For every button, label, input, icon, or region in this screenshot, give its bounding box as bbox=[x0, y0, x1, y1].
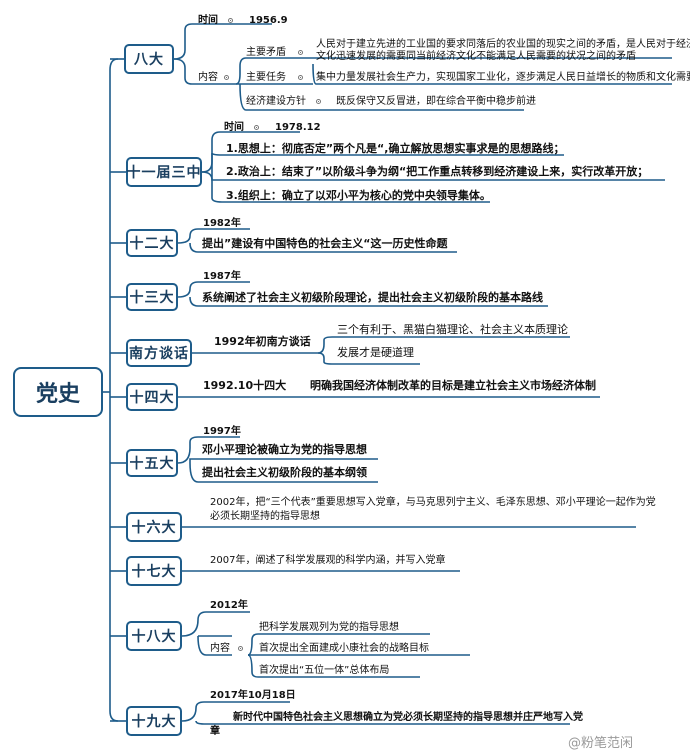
b11-text: 新时代中国特色社会主义思想确立为党必须长期坚持的指导思想并庄严地写入党 bbox=[233, 712, 583, 723]
b1-item3-label: 经济建设方针 bbox=[246, 96, 306, 107]
b10-i1-link bbox=[247, 633, 430, 656]
b4-text-link bbox=[189, 296, 548, 307]
b10-item3: 首次提出“五位一体”总体布局 bbox=[259, 665, 390, 676]
b2-item1: 1.思想上：彻底否定”两个凡是“,确立解放思想实事求是的思想路线； bbox=[226, 142, 565, 155]
b2-time-value: 1978.12 bbox=[275, 122, 321, 133]
b5-item1: 三个有利于、黑猫白猫理论、社会主义本质理论 bbox=[337, 323, 568, 336]
b1-content-label: 内容 bbox=[198, 72, 218, 83]
b1-item1-collapse-icon[interactable] bbox=[298, 50, 303, 55]
b3-text: 提出”建设有中国特色的社会主义“这一历史性命题 bbox=[202, 237, 448, 250]
b10-i3-link bbox=[247, 654, 420, 678]
branch-shibada[interactable]: 十八大 bbox=[126, 621, 182, 651]
b1-item2-collapse-icon[interactable] bbox=[298, 75, 303, 80]
branch-shiqida[interactable]: 十七大 bbox=[126, 556, 182, 586]
branch-shijiuda[interactable]: 十九大 bbox=[126, 706, 182, 736]
b3-year-link bbox=[177, 228, 250, 244]
b9-text: 2007年，阐述了科学发展观的科学内涵，并写入党章 bbox=[210, 555, 446, 566]
b8-text-line1: 2002年，把“三个代表”重要思想写入党章，与马克思列宁主义、毛泽东思想、邓小平… bbox=[210, 497, 656, 508]
b7-year-link bbox=[177, 436, 240, 464]
b1-item3-collapse-icon[interactable] bbox=[316, 99, 321, 104]
b7-i2-link bbox=[189, 462, 378, 483]
branch-shisida[interactable]: 十四大 bbox=[126, 383, 178, 411]
b8-text-line2: 必须长期坚持的指导思想 bbox=[210, 511, 320, 522]
branch-shiyijie-sanzhong[interactable]: 十一届三中 bbox=[126, 157, 202, 187]
b3-text-link bbox=[189, 242, 457, 253]
root-node[interactable]: 党史 bbox=[13, 367, 103, 417]
b1-content-collapse-icon[interactable] bbox=[224, 75, 229, 80]
b2-item2: 2.政治上：结束了”以阶级斗争为纲“把工作重点转移到经济建设上来，实行改革开放； bbox=[226, 165, 649, 178]
b6-text2: 明确我国经济体制改革的目标是建立社会主义市场经济体制 bbox=[310, 379, 596, 392]
b4-text: 系统阐述了社会主义初级阶段理论，提出社会主义初级阶段的基本路线 bbox=[202, 291, 543, 304]
b1-item1-text-line2: 文化迅速发展的需要同当前经济文化不能满足人民需要的状况之间的矛盾 bbox=[316, 51, 636, 62]
branch-shisanda[interactable]: 十三大 bbox=[126, 283, 178, 311]
b10-year-link bbox=[181, 611, 250, 637]
branch-bada[interactable]: 八大 bbox=[124, 44, 174, 74]
b7-year: 1997年 bbox=[203, 426, 241, 437]
branch-shiliuda[interactable]: 十六大 bbox=[126, 512, 182, 542]
b7-i1-link bbox=[189, 458, 378, 463]
b1-time-label: 时间 bbox=[198, 15, 218, 26]
b5-year: 1992年初南方谈话 bbox=[214, 335, 311, 348]
b10-content-underline bbox=[197, 635, 232, 656]
b1-time-value: 1956.9 bbox=[249, 15, 288, 26]
b5-item2: 发展才是硬道理 bbox=[337, 346, 414, 359]
b6-text: 1992.10十四大 bbox=[203, 379, 287, 392]
b1-item2-label: 主要任务 bbox=[246, 72, 286, 83]
b11-year: 2017年10月18日 bbox=[210, 690, 296, 701]
b7-item2: 提出社会主义初级阶段的基本纲领 bbox=[202, 466, 367, 479]
b7-item1: 邓小平理论被确立为党的指导思想 bbox=[202, 443, 367, 456]
b5-i2-link bbox=[317, 352, 420, 365]
b11-text-link bbox=[195, 720, 570, 725]
watermark: @粉笔范闲 bbox=[568, 736, 634, 751]
b10-year: 2012年 bbox=[210, 600, 248, 611]
b2-time-collapse-icon[interactable] bbox=[254, 125, 259, 130]
b1-item3-text: 既反保守又反冒进，即在综合平衡中稳步前进 bbox=[336, 96, 536, 107]
b1-item1-text-line1: 人民对于建立先进的工业国的要求同落后的农业国的现实之间的矛盾，是人民对于经济 bbox=[316, 39, 690, 50]
b2-item3: 3.组织上：确立了以邓小平为核心的党中央领导集体。 bbox=[226, 189, 491, 202]
b4-year: 1987年 bbox=[203, 271, 241, 282]
branch-shiwuda[interactable]: 十五大 bbox=[126, 449, 178, 477]
trunk-line bbox=[109, 58, 119, 722]
b1-item2-text: 集中力量发展社会生产力，实现国家工业化，逐步满足人民日益增长的物质和文化需要 bbox=[316, 72, 690, 83]
b5-i1-link bbox=[317, 336, 570, 354]
b1-content-underline bbox=[173, 58, 236, 85]
b11-text-end: 章 bbox=[210, 726, 220, 737]
branch-shierda[interactable]: 十二大 bbox=[126, 229, 178, 257]
b2-time-link bbox=[201, 131, 300, 173]
b10-item2: 首次提出全面建成小康社会的战略目标 bbox=[259, 643, 429, 654]
b2-time-label: 时间 bbox=[224, 122, 244, 133]
b3-year: 1982年 bbox=[203, 218, 241, 229]
b1-i2-text-underline bbox=[312, 63, 672, 85]
b2-i3-link bbox=[211, 172, 490, 203]
b11-year-link bbox=[181, 701, 290, 722]
b1-time-underline bbox=[173, 23, 272, 60]
b10-item1: 把科学发展观列为党的指导思想 bbox=[259, 622, 399, 633]
b1-time-collapse-icon[interactable] bbox=[228, 18, 233, 23]
b10-content-label: 内容 bbox=[210, 643, 230, 654]
b1-item1-label: 主要矛盾 bbox=[246, 47, 286, 58]
b4-year-link bbox=[177, 281, 250, 298]
b2-i1-link bbox=[211, 152, 564, 172]
b1-i1-link bbox=[235, 57, 313, 85]
branch-nanfang-tanhua[interactable]: 南方谈话 bbox=[126, 339, 192, 367]
b1-i3-link bbox=[236, 83, 316, 111]
b10-content-collapse-icon[interactable] bbox=[238, 646, 243, 651]
